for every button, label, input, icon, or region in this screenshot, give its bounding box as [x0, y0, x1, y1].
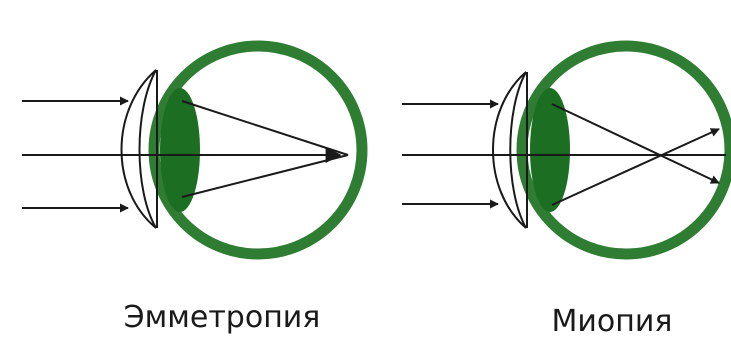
- refracted-ray-bottom: [182, 155, 348, 197]
- myopia-diagram: [402, 46, 730, 254]
- refracted-ray-bottom: [552, 129, 719, 205]
- emmetropia-caption: Эмметропия: [124, 300, 321, 335]
- refracted-ray-top: [552, 104, 719, 183]
- crystalline-lens: [530, 88, 570, 212]
- refracted-ray-top: [182, 101, 348, 155]
- myopia-caption: Миопия: [552, 304, 673, 339]
- emmetropia-diagram: [22, 46, 362, 254]
